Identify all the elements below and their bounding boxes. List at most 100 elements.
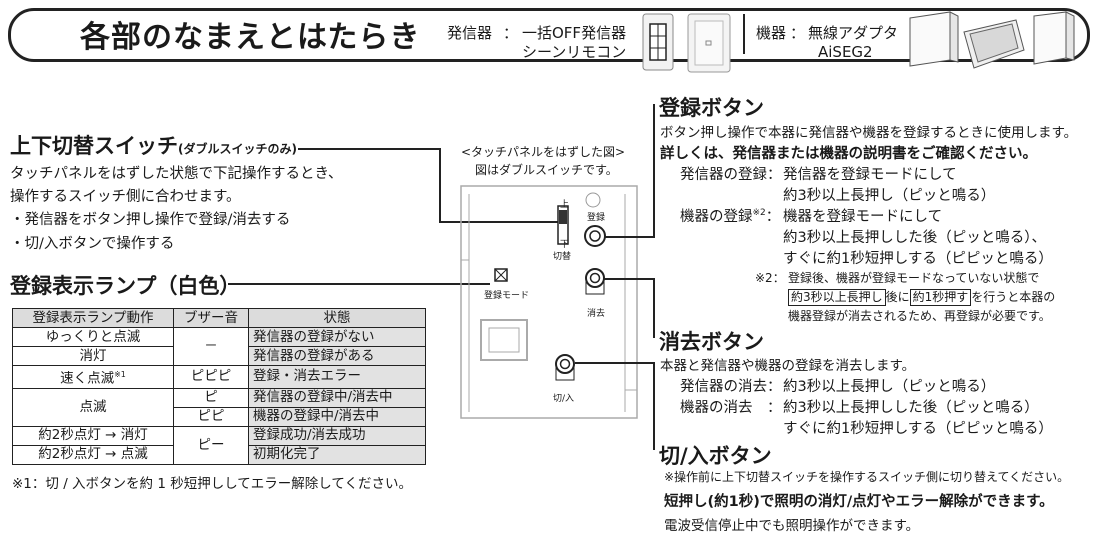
- register-dev-colon: ：: [765, 209, 781, 225]
- updown-line1: タッチパネルをはずした状態で下記操作するとき、: [10, 166, 343, 182]
- updown-leader-h: [439, 221, 559, 223]
- erase-title: 消去ボタン: [659, 330, 764, 354]
- updown-subtitle: (ダブルスイッチのみ): [178, 142, 297, 156]
- register-line1: ボタン押し操作で本器に発信器や機器を登録するときに使用します。: [660, 125, 1078, 141]
- register-note-box1: 約3秒以上長押し: [788, 289, 886, 306]
- table-cell: 速く点滅※1: [12, 365, 174, 389]
- register-tx-line2: 約3秒以上長押し（ピッと鳴る）: [783, 188, 996, 204]
- table-cell: 機器の登録中/消去中: [248, 406, 426, 427]
- diagram-caption1: <タッチパネルをはずした図>: [461, 145, 626, 159]
- table-cell: ピー: [173, 425, 249, 465]
- page-title: 各部のなまえとはたらき: [80, 20, 421, 55]
- device-sep: ：: [790, 24, 806, 42]
- table-row: 速く点滅※1 ピピピ 登録・消去エラー: [12, 365, 426, 389]
- register-note-mark: ※2：: [755, 271, 785, 285]
- table-cell: ピ: [173, 387, 249, 408]
- table-cell: 初期化完了: [248, 444, 426, 465]
- erase-dev-label: 機器の消去 ：: [680, 400, 782, 416]
- device-illustration: [909, 11, 1075, 69]
- diagram-register-label: 登録: [587, 213, 606, 223]
- table-row: 約2秒点灯 → 消灯 ピー 登録成功/消去成功: [12, 425, 426, 465]
- register-dev-line3: すぐに約1秒短押しする（ピピッと鳴る）: [783, 251, 1053, 267]
- register-note-box2: 約1秒押す: [909, 289, 972, 306]
- header-divider: [743, 14, 745, 54]
- switch-panel-diagram: [460, 185, 638, 419]
- footnote-1: ※1：切 / 入ボタンを約 1 秒短押ししてエラー解除してください。: [12, 476, 412, 492]
- table-header-row: 登録表示ランプ動作 ブザー音 状態: [12, 308, 426, 328]
- erase-leader-h: [604, 278, 654, 280]
- table-cell: 点滅: [12, 387, 174, 427]
- table-header-cell: ブザー音: [173, 308, 249, 328]
- register-dev-sup: ※2: [752, 208, 766, 219]
- device-line1: 無線アダプタ: [808, 24, 899, 42]
- diagram-up-label: 上: [560, 200, 570, 210]
- table-cell: －: [173, 327, 249, 366]
- table-row: 消灯 発信器の登録がある: [12, 346, 426, 366]
- register-title: 登録ボタン: [659, 96, 764, 120]
- onoff-leader-v: [653, 362, 655, 450]
- register-note-line1: 登録後、機器が登録モードなっていない状態で: [788, 271, 1040, 285]
- erase-tx-line1: 約3秒以上長押し（ピッと鳴る）: [783, 379, 996, 395]
- diagram-erase-label: 消去: [587, 309, 606, 319]
- register-dev-line1: 機器を登録モードにして: [783, 209, 943, 225]
- table-cell: 発信器の登録がある: [248, 346, 426, 366]
- table-cell: ピピ: [173, 406, 249, 427]
- register-note-end: を行うと本器の: [971, 290, 1056, 304]
- lamp-state-table: 登録表示ランプ動作 ブザー音 状態 ゆっくりと点滅 － 発信器の登録がない 消灯…: [12, 308, 426, 465]
- onoff-line3: 電波受信停止中でも照明操作ができます。: [664, 518, 920, 534]
- table-cell-text: 速く点滅: [60, 370, 115, 387]
- updown-title: 上下切替スイッチ(ダブルスイッチのみ): [10, 130, 297, 160]
- erase-leader-v: [653, 278, 655, 338]
- table-cell: ゆっくりと点滅: [12, 327, 174, 347]
- erase-tx-label: 発信器の消去：: [680, 379, 782, 395]
- diagram-down-label: 下: [560, 240, 570, 250]
- table-cell: 約2秒点灯 → 点滅: [12, 444, 174, 465]
- transmitter-line1: 一括OFF発信器: [522, 24, 627, 42]
- onoff-title: 切/入ボタン: [659, 444, 772, 468]
- onoff-leader-h: [575, 362, 655, 364]
- table-cell: ピピピ: [173, 365, 249, 389]
- lamp-leader: [228, 283, 490, 285]
- footnote-mark: ※1: [114, 370, 126, 379]
- diagram-mode-label: 登録モード: [484, 291, 530, 301]
- diagram-caption2: 図はダブルスイッチです。: [475, 163, 618, 177]
- updown-leader-v: [439, 148, 441, 222]
- register-dev-label-text: 機器の登録: [680, 209, 753, 225]
- erase-dev-line1: 約3秒以上長押しした後（ピッと鳴る）: [783, 400, 1039, 416]
- onoff-line1: ※操作前に上下切替スイッチを操作するスイッチ側に切り替えてください。: [664, 470, 1070, 484]
- register-dev-line2: 約3秒以上長押しした後（ピッと鳴る）、: [783, 230, 1046, 246]
- updown-title-text: 上下切替スイッチ: [10, 134, 178, 158]
- register-tx-label: 発信器の登録：: [680, 167, 782, 183]
- device-label: 機器: [756, 24, 787, 42]
- table-cell: 登録・消去エラー: [248, 365, 426, 389]
- transmitter-label: 発信器: [447, 24, 493, 42]
- table-row: 点滅 ピ 発信器の登録中/消去中: [12, 387, 426, 427]
- updown-bullet1: ・発信器をボタン押し操作で登録/消去する: [10, 212, 291, 228]
- onoff-line2: 短押し(約1秒)で照明の消灯/点灯やエラー解除ができます。: [664, 494, 1054, 510]
- table-cell: 消灯: [12, 346, 174, 366]
- table-cell: 登録成功/消去成功: [248, 425, 426, 446]
- table-row: ゆっくりと点滅 － 発信器の登録がない: [12, 327, 426, 366]
- register-note-line3: 機器登録が消去されるため、再登録が必要です。: [788, 309, 1051, 323]
- header-bar: [8, 8, 1090, 62]
- register-leader-v: [653, 104, 655, 238]
- erase-line1: 本器と発信器や機器の登録を消去します。: [660, 358, 916, 374]
- transmitter-illustration: [642, 13, 731, 73]
- table-header-cell: 登録表示ランプ動作: [12, 308, 174, 328]
- register-note-line2: 約3秒以上長押し後に約1秒押すを行うと本器の: [788, 288, 1055, 306]
- updown-leader: [298, 148, 440, 150]
- register-tx-line1: 発信器を登録モードにして: [783, 167, 957, 183]
- register-note-mid: 後に: [885, 290, 910, 304]
- register-leader-h: [604, 236, 654, 238]
- table-row: 約2秒点灯 → 点滅 初期化完了: [12, 444, 426, 465]
- table-cell: 約2秒点灯 → 消灯: [12, 425, 174, 446]
- table-header-cell: 状態: [248, 308, 426, 328]
- transmitter-line2: シーンリモコン: [522, 43, 627, 61]
- table-cell: 発信器の登録がない: [248, 327, 426, 347]
- diagram-switch-label: 切替: [553, 252, 572, 262]
- updown-bullet2: ・切/入ボタンで操作する: [10, 236, 175, 252]
- transmitter-sep: ：: [503, 24, 519, 42]
- lamp-title: 登録表示ランプ（白色）: [10, 274, 241, 298]
- register-dev-label: 機器の登録※2：: [680, 205, 780, 226]
- device-line2: AiSEG2: [818, 43, 873, 61]
